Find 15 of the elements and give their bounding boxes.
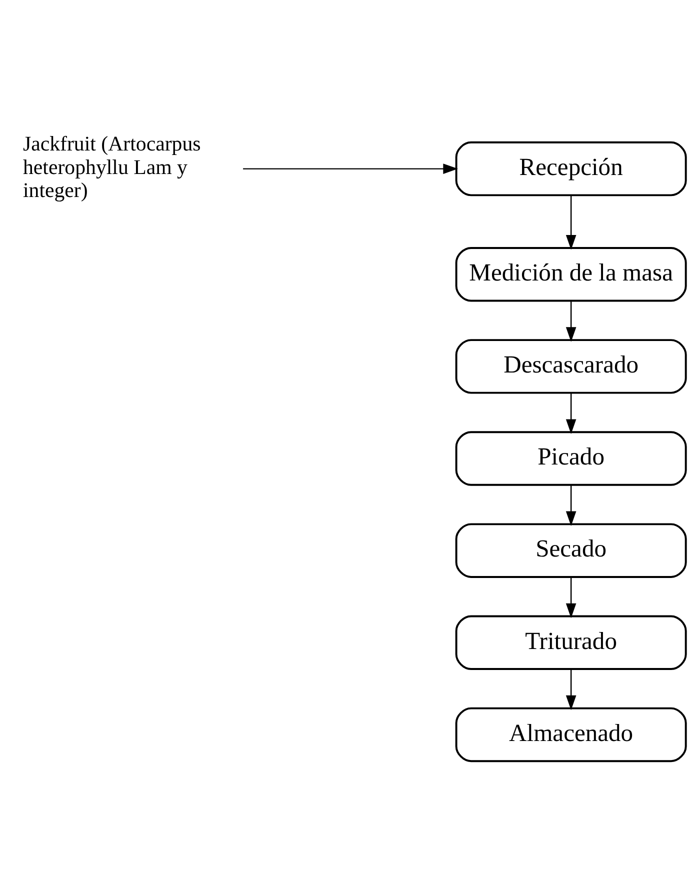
node-box: Picado bbox=[455, 431, 687, 486]
node-box: Almacenado bbox=[455, 707, 687, 762]
arrow bbox=[566, 577, 576, 618]
arrow bbox=[566, 669, 576, 710]
node-text: Jackfruit (Artocarpus heterophyllu Lam y integer) bbox=[22, 132, 201, 202]
node-box: Recepción bbox=[455, 141, 687, 196]
node-box: Secado bbox=[455, 523, 687, 578]
arrow bbox=[566, 301, 576, 342]
node-box: Medición de la masa bbox=[455, 247, 687, 302]
node-box: Triturado bbox=[455, 615, 687, 670]
node-box: Descascarado bbox=[455, 339, 687, 394]
arrow bbox=[566, 485, 576, 526]
arrow bbox=[566, 393, 576, 434]
arrow bbox=[566, 196, 576, 250]
arrow bbox=[243, 164, 458, 174]
